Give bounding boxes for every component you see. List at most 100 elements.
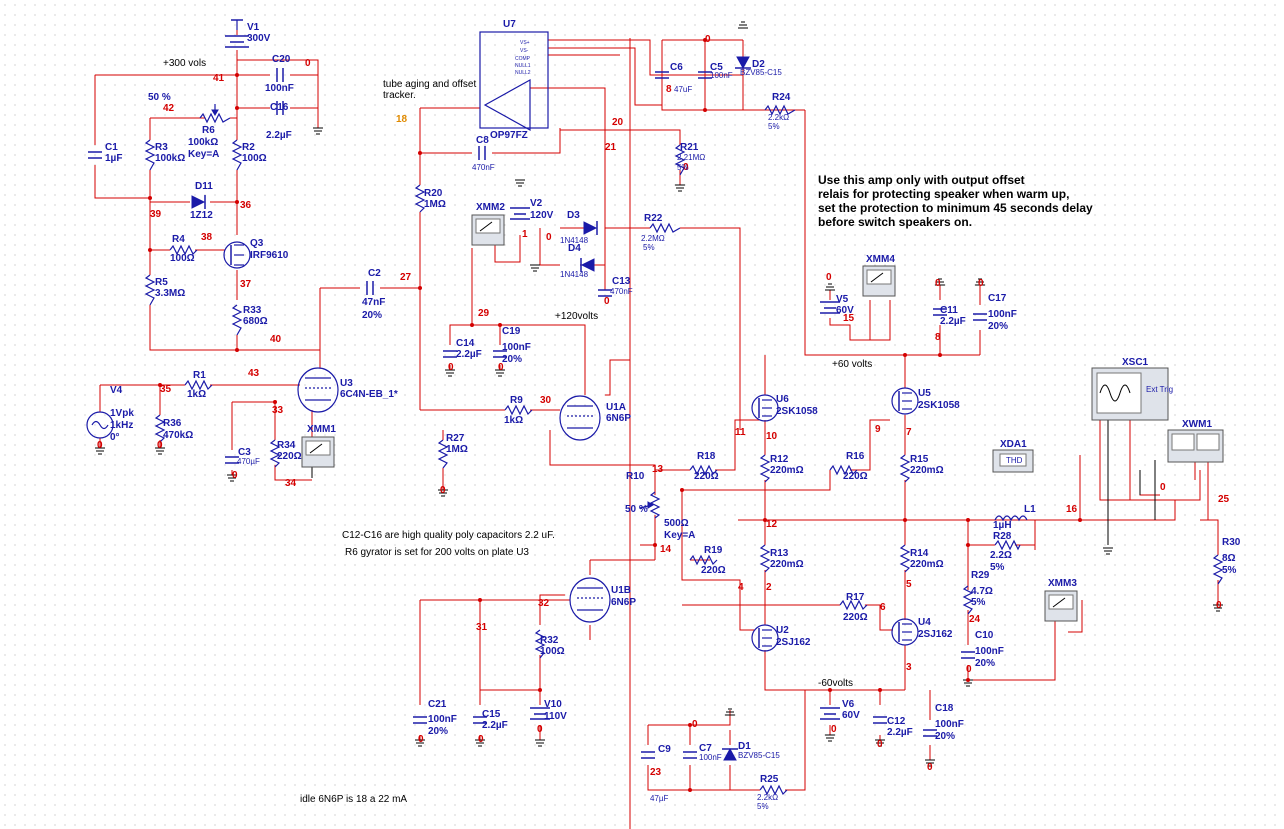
- d4-ref: D4: [568, 243, 581, 254]
- svg-text:11: 11: [735, 427, 746, 438]
- u5-value: 2SK1058: [918, 400, 960, 411]
- c7-value: 100nF: [699, 753, 722, 762]
- diode-d3: [583, 221, 598, 235]
- c6-value: 47uF: [674, 85, 692, 94]
- svg-text:2: 2: [766, 582, 772, 593]
- cap-c8: [478, 146, 486, 160]
- r25-value: 2.2kΩ: [757, 793, 778, 802]
- svg-text:38: 38: [201, 232, 213, 243]
- r28-value: 2.2Ω: [990, 550, 1012, 561]
- r30-ref: R30: [1222, 537, 1241, 548]
- c5-value: 100nF: [710, 71, 733, 80]
- cap-c6: [655, 71, 669, 79]
- d1-ref: D1: [738, 741, 751, 752]
- res-r5: [144, 274, 156, 306]
- svg-text:0: 0: [705, 34, 711, 45]
- d3-value: 1N4148: [560, 236, 589, 245]
- r22-tol: 5%: [643, 243, 655, 252]
- r33-value: 680Ω: [243, 316, 268, 327]
- c21-value: 100nF: [428, 714, 457, 725]
- r15-ref: R15: [910, 454, 929, 465]
- note-plus300: +300 vols: [163, 58, 206, 69]
- res-r4: [169, 244, 198, 256]
- r4-ref: R4: [172, 234, 185, 245]
- component-labels: V1 300V C20 100nF R6 100kΩ Key=A C16 2.2…: [105, 19, 1241, 811]
- note-idle: idle 6N6P is 18 a 22 mA: [300, 794, 407, 805]
- c6-ref: C6: [670, 62, 683, 73]
- note-use-amp-2: relais for protecting speaker when warm …: [818, 187, 1069, 201]
- cap-c13: [598, 289, 612, 297]
- r6-value: 100kΩ: [188, 137, 218, 148]
- r1-ref: R1: [193, 370, 206, 381]
- r18-value: 220Ω: [694, 471, 719, 482]
- v4-ref: V4: [110, 385, 123, 396]
- svg-text:40: 40: [270, 334, 282, 345]
- svg-text:0: 0: [418, 734, 424, 745]
- res-r13: [759, 544, 771, 573]
- u1b-ref: U1B: [611, 585, 631, 596]
- c14-ref: C14: [456, 338, 475, 349]
- svg-text:6: 6: [880, 602, 886, 613]
- cap-c1: [88, 151, 102, 159]
- svg-text:0: 0: [683, 162, 689, 173]
- note-use-amp-1: Use this amp only with output offset: [818, 173, 1025, 187]
- svg-text:16: 16: [1066, 504, 1078, 515]
- c13-ref: C13: [612, 276, 631, 287]
- d3-ref: D3: [567, 210, 580, 221]
- r24-tol: 5%: [768, 122, 780, 131]
- c17-tol: 20%: [988, 321, 1008, 332]
- r17-value: 220Ω: [843, 612, 868, 623]
- svg-text:35: 35: [160, 384, 172, 395]
- svg-text:36: 36: [240, 200, 252, 211]
- svg-text:0: 0: [604, 296, 610, 307]
- zener-d2: [735, 56, 751, 70]
- c9-ref: C9: [658, 744, 671, 755]
- v4-amp: 1Vpk: [110, 408, 134, 419]
- u4-ref: U4: [918, 617, 931, 628]
- xwm1-ref: XWM1: [1182, 419, 1212, 430]
- symbols: [86, 19, 1224, 796]
- r5-value: 3.3MΩ: [155, 288, 185, 299]
- note-plus60: +60 volts: [832, 359, 872, 370]
- c8-value: 470nF: [472, 163, 495, 172]
- c21-tol: 20%: [428, 726, 448, 737]
- c12-value: 2.2µF: [887, 727, 913, 738]
- svg-text:0: 0: [826, 272, 832, 283]
- r29-value: 4.7Ω: [971, 586, 993, 597]
- v1-value: 300V: [247, 33, 271, 44]
- note-pct50-r6: 50 %: [148, 92, 171, 103]
- c17-ref: C17: [988, 293, 1007, 304]
- r12-value: 220mΩ: [770, 465, 804, 476]
- svg-text:0: 0: [232, 470, 238, 481]
- r34-ref: R34: [277, 440, 296, 451]
- tube-u3: [297, 367, 339, 413]
- res-r20: [414, 184, 426, 213]
- u6-ref: U6: [776, 394, 789, 405]
- svg-text:23: 23: [650, 767, 662, 778]
- c17-value: 100nF: [988, 309, 1017, 320]
- r9-value: 1kΩ: [504, 415, 523, 426]
- cap-c9: [641, 751, 655, 759]
- svg-text:COMP: COMP: [515, 56, 531, 62]
- svg-text:0: 0: [97, 440, 103, 451]
- v2-value: 120V: [530, 210, 554, 221]
- r2-value: 100Ω: [242, 153, 267, 164]
- res-r24: [764, 104, 796, 116]
- cap-c2: [366, 281, 374, 295]
- r18-ref: R18: [697, 451, 716, 462]
- r5-ref: R5: [155, 277, 168, 288]
- mosfet-u4: [891, 618, 919, 646]
- svg-text:13: 13: [652, 464, 664, 475]
- res-r6: [199, 104, 231, 124]
- q3-value: IRF9610: [250, 250, 289, 261]
- svg-text:4: 4: [738, 582, 744, 593]
- svg-text:10: 10: [766, 431, 778, 442]
- note-tube-aging-2: tracker.: [383, 90, 416, 101]
- svg-text:12: 12: [766, 519, 778, 530]
- note-minus60: -60volts: [818, 678, 853, 689]
- v4-source: [86, 411, 114, 439]
- c15-ref: C15: [482, 709, 501, 720]
- c10-tol: 20%: [975, 658, 995, 669]
